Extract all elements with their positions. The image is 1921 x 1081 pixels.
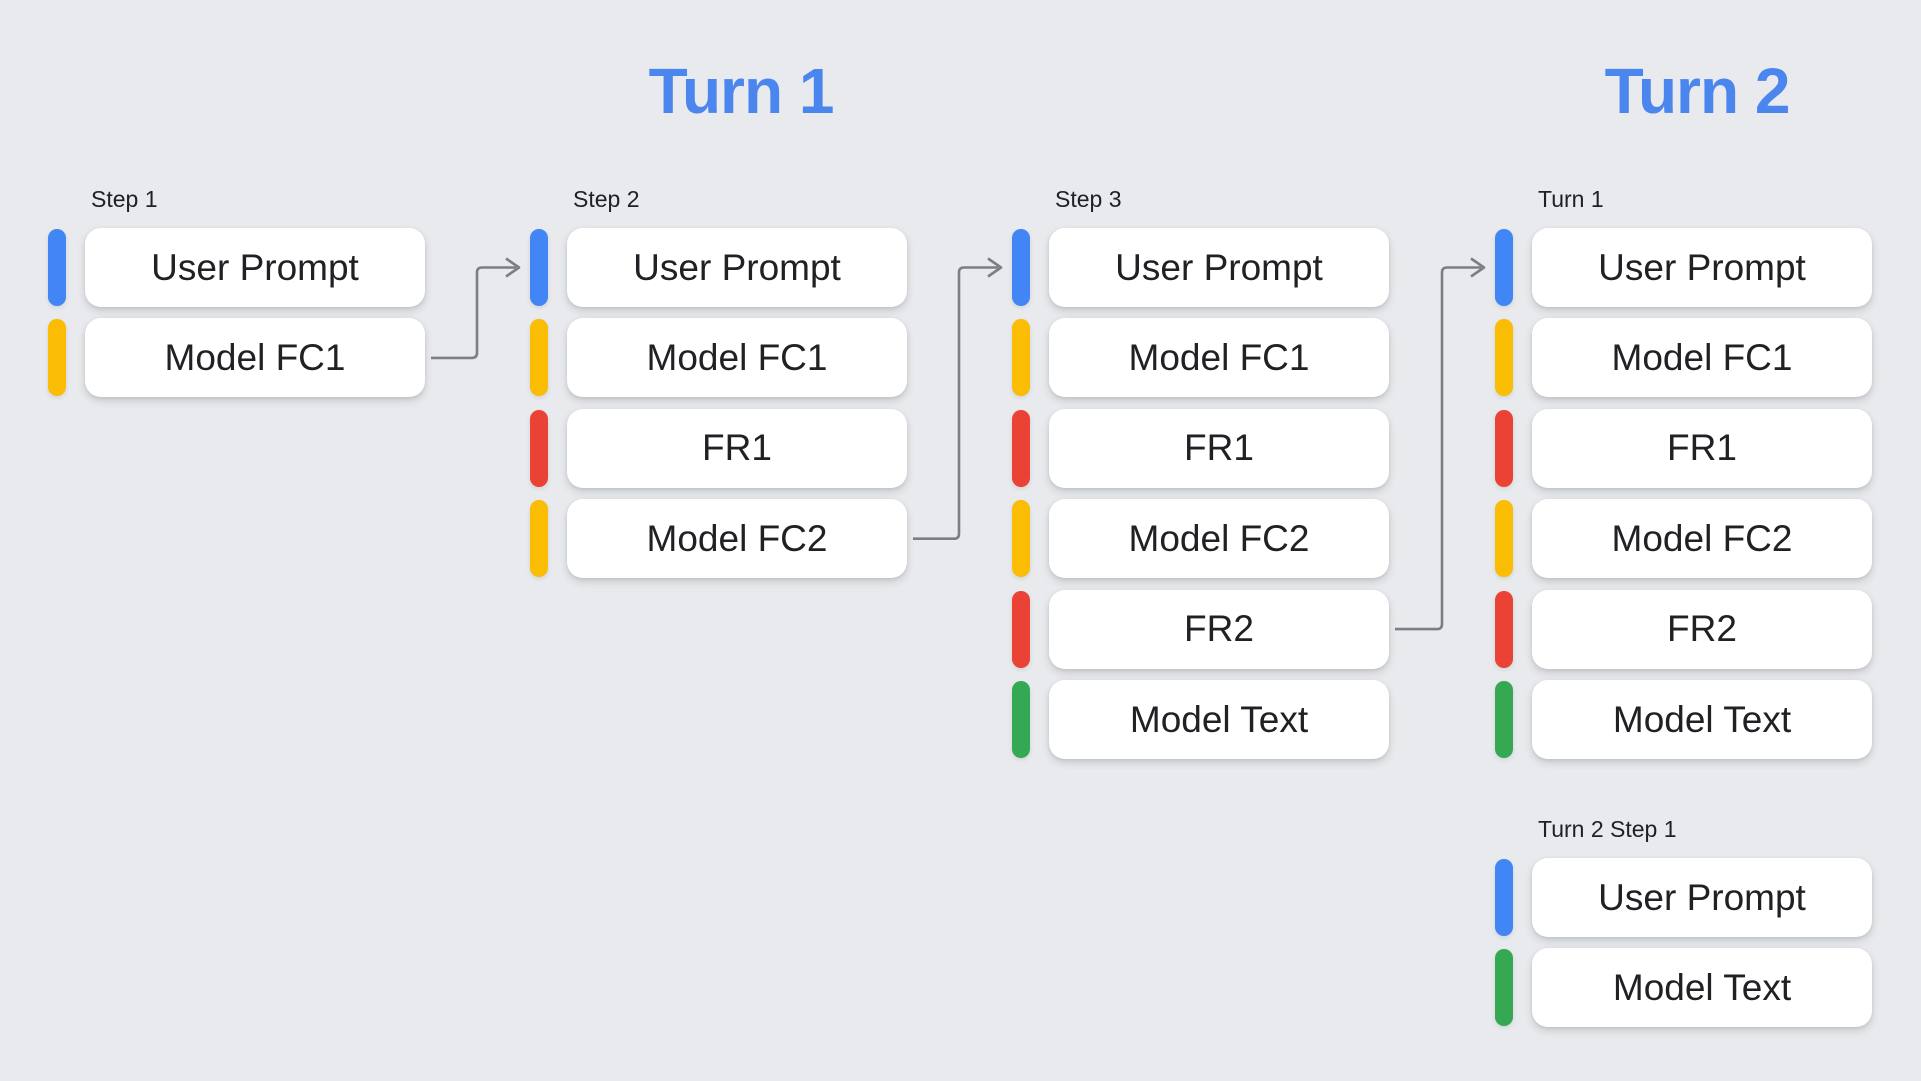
role-pill-blue xyxy=(1495,229,1513,306)
role-pill-yellow xyxy=(1012,319,1030,397)
column-label-step-1: Step 1 xyxy=(91,186,158,212)
card-label: User Prompt xyxy=(1115,246,1323,288)
card-label: FR1 xyxy=(702,427,772,469)
card-label: FR2 xyxy=(1184,608,1254,650)
card-label: FR2 xyxy=(1667,608,1737,650)
arrowhead-icon xyxy=(1470,257,1486,278)
role-pill-yellow xyxy=(530,319,548,397)
role-pill-blue xyxy=(1012,229,1030,306)
card-model-fc2: Model FC2 xyxy=(1532,499,1872,579)
role-pill-red xyxy=(530,409,548,487)
role-pill-green xyxy=(1012,681,1030,758)
card-fr1: FR1 xyxy=(1532,408,1872,488)
card-user-prompt: User Prompt xyxy=(1049,228,1389,307)
card-fr1: FR1 xyxy=(1049,408,1389,488)
role-pill-yellow xyxy=(1495,500,1513,578)
arrowhead-icon xyxy=(505,257,521,278)
turn2-heading: Turn 2 xyxy=(1604,55,1791,127)
card-label: User Prompt xyxy=(633,246,841,288)
role-pill-red xyxy=(1495,590,1513,668)
column-label-step-2: Step 2 xyxy=(573,186,640,212)
connector-arrow-2 xyxy=(913,266,998,540)
card-label: Model FC1 xyxy=(1128,336,1310,378)
column-label-turn-2-step-1: Turn 2 Step 1 xyxy=(1538,816,1677,842)
card-label: User Prompt xyxy=(1598,876,1806,918)
connector-arrow-3 xyxy=(1395,266,1481,631)
card-user-prompt: User Prompt xyxy=(1532,858,1872,937)
role-pill-yellow xyxy=(48,319,66,397)
role-pill-green xyxy=(1495,949,1513,1027)
role-pill-blue xyxy=(1495,859,1513,936)
column-label-turn-1: Turn 1 xyxy=(1538,186,1604,212)
card-fr1: FR1 xyxy=(567,408,907,488)
card-model-fc2: Model FC2 xyxy=(567,499,907,579)
role-pill-green xyxy=(1495,681,1513,758)
card-label: Model FC2 xyxy=(1611,517,1793,559)
card-label: FR1 xyxy=(1667,427,1737,469)
card-fr2: FR2 xyxy=(1049,589,1389,669)
card-model-text: Model Text xyxy=(1532,680,1872,759)
card-label: FR1 xyxy=(1184,427,1254,469)
card-label: User Prompt xyxy=(1598,246,1806,288)
card-model-fc1: Model FC1 xyxy=(85,318,425,398)
card-label: Model FC2 xyxy=(1128,517,1310,559)
column-label-step-3: Step 3 xyxy=(1055,186,1122,212)
role-pill-yellow xyxy=(1012,500,1030,578)
card-user-prompt: User Prompt xyxy=(567,228,907,307)
card-user-prompt: User Prompt xyxy=(85,228,425,307)
card-label: Model FC1 xyxy=(1611,336,1793,378)
card-model-text: Model Text xyxy=(1049,680,1389,759)
card-label: Model FC2 xyxy=(646,517,828,559)
role-pill-blue xyxy=(48,229,66,306)
arrowhead-icon xyxy=(987,257,1003,278)
turn1-heading: Turn 1 xyxy=(648,55,835,127)
role-pill-red xyxy=(1495,409,1513,487)
card-label: Model FC1 xyxy=(164,336,346,378)
role-pill-red xyxy=(1012,590,1030,668)
card-label: Model FC1 xyxy=(646,336,828,378)
card-user-prompt: User Prompt xyxy=(1532,228,1872,307)
card-model-fc1: Model FC1 xyxy=(567,318,907,398)
card-fr2: FR2 xyxy=(1532,589,1872,669)
card-label: Model Text xyxy=(1612,966,1792,1008)
card-model-fc1: Model FC1 xyxy=(1532,318,1872,398)
card-label: User Prompt xyxy=(151,246,359,288)
card-label: Model Text xyxy=(1129,698,1309,740)
card-model-fc2: Model FC2 xyxy=(1049,499,1389,579)
connector-arrow-1 xyxy=(431,266,516,360)
card-model-text: Model Text xyxy=(1532,948,1872,1028)
role-pill-yellow xyxy=(530,500,548,578)
card-model-fc1: Model FC1 xyxy=(1049,318,1389,398)
role-pill-red xyxy=(1012,409,1030,487)
role-pill-blue xyxy=(530,229,548,306)
card-label: Model Text xyxy=(1612,698,1792,740)
role-pill-yellow xyxy=(1495,319,1513,397)
